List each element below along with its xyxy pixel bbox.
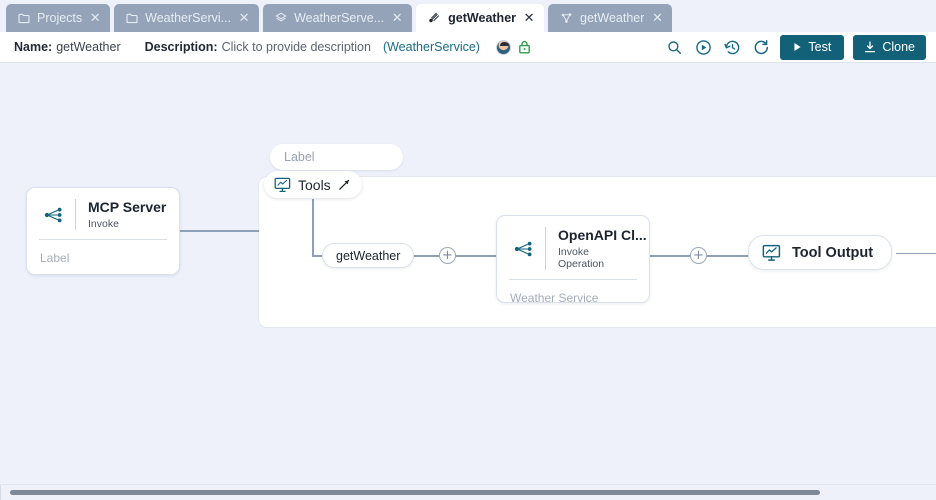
tab-label: Projects — [37, 11, 83, 25]
node-openapi-client[interactable]: OpenAPI Cl... Invoke Operation Weather S… — [496, 215, 650, 305]
tool-output-label: Tool Output — [792, 244, 874, 261]
green-lock-icon — [518, 40, 531, 54]
description-label: Description: — [144, 40, 218, 54]
tab-weatherservice-folder[interactable]: WeatherServi... ✕ — [114, 4, 260, 32]
toolbar-header: Name: getWeather Description: Click to p… — [0, 32, 936, 63]
monitor-chart-icon — [274, 177, 291, 193]
folder-icon — [18, 13, 30, 24]
close-icon[interactable]: ✕ — [651, 10, 663, 26]
flow-icon — [560, 12, 573, 24]
connector-tools-elbow — [312, 255, 330, 257]
tab-projects[interactable]: Projects ✕ — [6, 4, 111, 32]
tab-getweather-flow[interactable]: getWeather ✕ — [548, 4, 673, 32]
refresh-icon[interactable] — [751, 37, 771, 57]
getweather-pill-label: getWeather — [336, 248, 401, 263]
tab-weatherservice-api[interactable]: WeatherServe... ✕ — [263, 4, 413, 32]
scrollbar-edge — [0, 485, 1, 500]
add-step-handle-2[interactable]: + — [690, 246, 707, 264]
tools-group-title: Tools — [298, 176, 331, 193]
connector-tools-vertical — [312, 199, 314, 256]
divider — [509, 279, 637, 280]
divider — [75, 199, 76, 230]
run-circle-icon[interactable] — [693, 37, 713, 57]
label-input[interactable] — [270, 144, 403, 170]
header-actions: Test Clone — [664, 34, 926, 60]
search-icon[interactable] — [664, 37, 684, 57]
tab-label: getWeather — [448, 11, 517, 25]
flow-canvas[interactable]: + + Tools MCP Server Invoke Label — [0, 63, 936, 500]
node-titles: MCP Server Invoke — [88, 199, 167, 230]
layers-icon — [275, 12, 287, 24]
name-field-group: Name: getWeather — [14, 40, 121, 54]
horizontal-scrollbar[interactable] — [0, 484, 936, 500]
api-icon — [428, 12, 441, 24]
node-subtitle: Invoke — [88, 218, 119, 230]
close-icon[interactable]: ✕ — [523, 10, 535, 26]
share-nodes-icon — [39, 207, 69, 223]
node-footer-label[interactable]: Label — [40, 251, 70, 265]
name-value[interactable]: getWeather — [56, 40, 121, 54]
tab-getweather-api[interactable]: getWeather ✕ — [416, 4, 545, 32]
node-header: OpenAPI Cl... Invoke Operation — [497, 216, 649, 279]
tab-label: WeatherServi... — [145, 11, 232, 25]
tools-group-header[interactable]: Tools — [264, 171, 362, 198]
close-icon[interactable]: ✕ — [391, 10, 403, 26]
history-icon[interactable] — [722, 37, 742, 57]
node-footer-label[interactable]: Weather Service — [510, 291, 599, 305]
node-tool-output[interactable]: Tool Output — [748, 235, 893, 270]
expand-diagonal-icon[interactable] — [338, 179, 350, 191]
folder-icon — [126, 13, 138, 24]
node-title: MCP Server — [88, 199, 167, 215]
scrollbar-thumb[interactable] — [10, 490, 820, 495]
share-nodes-icon — [509, 241, 539, 257]
tab-label: WeatherServe... — [294, 11, 385, 25]
service-link[interactable]: (WeatherService) — [382, 40, 480, 54]
tab-bar: Projects ✕ WeatherServi... ✕ WeatherServ… — [0, 0, 936, 32]
divider — [545, 227, 546, 270]
user-avatar-icon — [495, 39, 511, 55]
close-icon[interactable]: ✕ — [89, 10, 101, 26]
name-label: Name: — [14, 40, 53, 54]
description-field-group: Description: Click to provide descriptio… — [145, 40, 371, 54]
node-mcp-server[interactable]: MCP Server Invoke Label — [26, 187, 180, 275]
clone-button-label: Clone — [882, 40, 915, 54]
add-step-handle-1[interactable]: + — [439, 246, 456, 264]
tab-label: getWeather — [580, 11, 645, 25]
node-titles: OpenAPI Cl... Invoke Operation — [558, 227, 647, 270]
monitor-chart-icon — [762, 244, 781, 262]
clone-button[interactable]: Clone — [853, 34, 926, 60]
node-title: OpenAPI Cl... — [558, 227, 647, 243]
connector-mcp-to-tools — [180, 230, 259, 232]
test-button[interactable]: Test — [780, 34, 845, 60]
node-subtitle: Invoke Operation — [558, 246, 605, 270]
connector-tooloutput-right — [896, 253, 936, 255]
play-icon — [793, 42, 802, 52]
node-header: MCP Server Invoke — [27, 188, 179, 239]
divider — [39, 239, 167, 240]
node-getweather-tool[interactable]: getWeather — [322, 243, 415, 268]
description-value[interactable]: Click to provide description — [221, 40, 371, 54]
test-button-label: Test — [808, 40, 832, 54]
header-status-icons — [495, 39, 531, 55]
download-icon — [864, 41, 876, 53]
close-icon[interactable]: ✕ — [238, 10, 250, 26]
